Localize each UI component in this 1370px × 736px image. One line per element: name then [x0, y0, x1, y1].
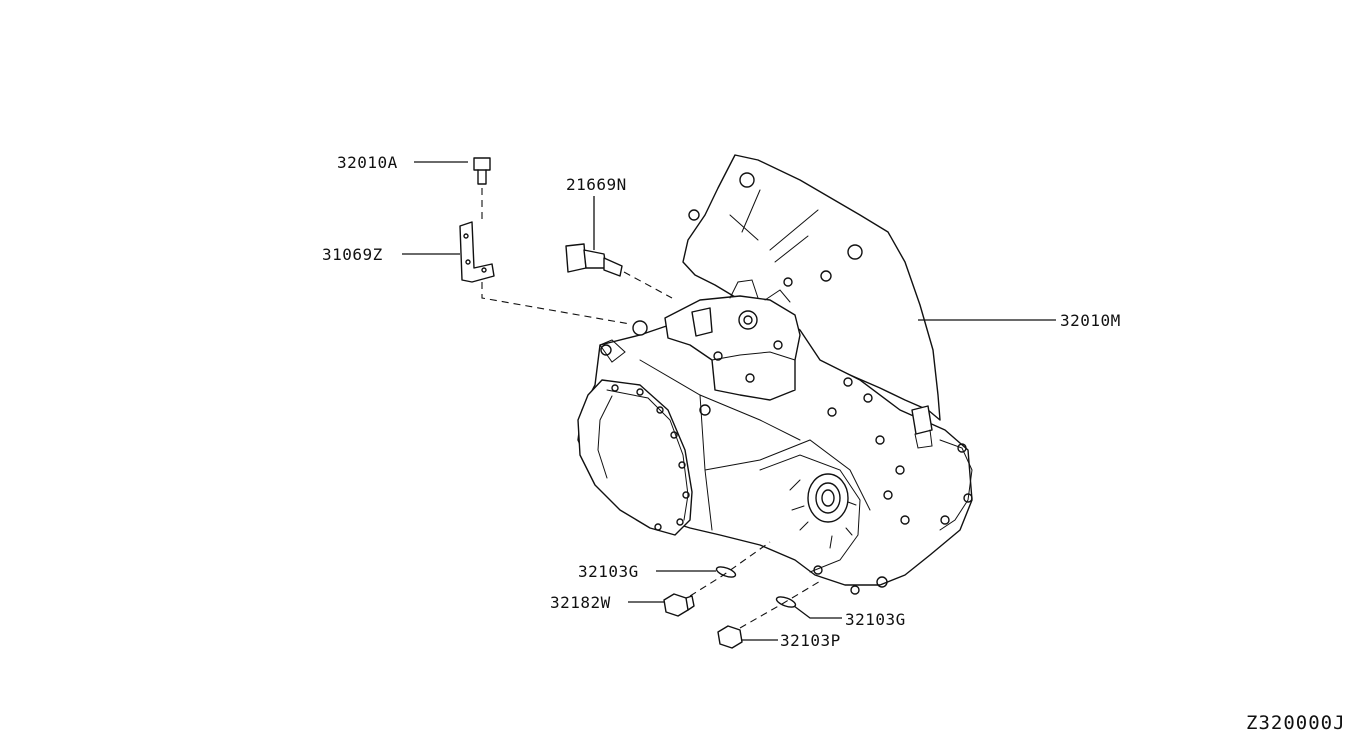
callout-32103g-left[interactable]: 32103G: [578, 562, 639, 581]
bolt-hole: [739, 172, 755, 188]
sensor-port: [691, 307, 713, 337]
callout-32010m[interactable]: 32010M: [1060, 311, 1121, 330]
mount-boss: [599, 339, 626, 363]
bracket-part[interactable]: [459, 221, 495, 283]
tower-boss: [764, 289, 791, 303]
mount-stud: [632, 320, 648, 336]
callout-32103p[interactable]: 32103P: [780, 631, 841, 650]
tower-bolt: [773, 340, 783, 350]
tower-boss: [729, 279, 759, 299]
cover-bolts: [611, 384, 690, 531]
callout-32182w[interactable]: 32182W: [550, 593, 611, 612]
install-line: [481, 282, 631, 325]
bolt-part[interactable]: [473, 157, 491, 185]
bolt-hole: [847, 244, 863, 260]
seal-ribs: [789, 479, 857, 549]
case-ridge: [639, 359, 801, 441]
callout-31069z[interactable]: 31069Z: [322, 245, 383, 264]
plug-hex: [663, 593, 689, 617]
breather-plug: [911, 405, 933, 435]
drain-plug-part[interactable]: [663, 593, 695, 617]
callout-21669n[interactable]: 21669N: [566, 175, 627, 194]
cover-rim: [597, 395, 613, 479]
gasket-left-part[interactable]: [715, 565, 737, 579]
shift-lever-pivot: [738, 310, 758, 330]
mount-boss-hole: [600, 344, 612, 356]
sensor-tip: [603, 257, 623, 277]
sensor-part[interactable]: [565, 243, 623, 277]
install-line: [623, 271, 673, 299]
case-seam: [704, 439, 871, 511]
bolt-head: [473, 157, 491, 171]
axle-seal: [807, 473, 849, 523]
bolt-hole: [783, 277, 793, 287]
axle-housing: [759, 454, 861, 573]
diagram-id: Z320000J: [1246, 712, 1346, 734]
callout-32103g-right[interactable]: 32103G: [845, 610, 906, 629]
tower-edge: [711, 351, 796, 361]
install-line: [739, 579, 823, 629]
callout-32010a[interactable]: 32010A: [337, 153, 398, 172]
end-cover: [577, 379, 693, 536]
housing-ribs: [729, 189, 819, 263]
case-bolts: [813, 377, 910, 595]
sensor-connector: [565, 243, 587, 273]
bolt-hole: [820, 270, 832, 282]
install-line: [689, 541, 771, 597]
leader-gasket-right: [793, 605, 842, 619]
bolt-shank: [477, 169, 487, 185]
case-bolt: [699, 404, 711, 416]
bolt-hole: [688, 209, 700, 221]
tower-bolt: [745, 373, 755, 383]
transaxle-assembly[interactable]: [577, 154, 973, 595]
bell-housing: [682, 154, 941, 421]
filler-plug-part[interactable]: [717, 625, 743, 649]
tower-bolt: [713, 351, 723, 361]
plug-hex: [717, 625, 743, 649]
sensor-body: [583, 249, 607, 269]
bracket: [459, 221, 495, 283]
